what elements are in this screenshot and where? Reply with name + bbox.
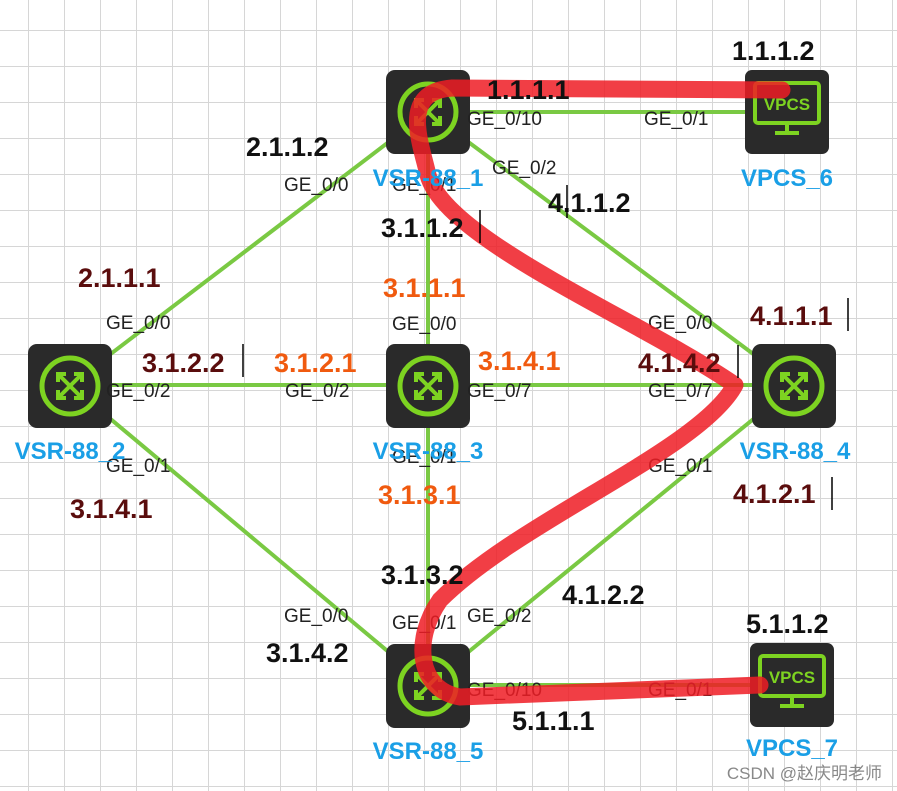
watermark: CSDN @赵庆明老师: [727, 764, 882, 783]
node-name-vsr-88-2: VSR-88_2: [15, 438, 126, 465]
port-label: GE_0/2: [492, 158, 556, 179]
vpcs-7[interactable]: VPCS: [750, 643, 834, 727]
ip-label: 3.1.4.2: [266, 638, 349, 668]
link-r1-r2: [68, 110, 430, 387]
router-vsr-88-3[interactable]: [386, 344, 470, 428]
port-label: GE_0/0: [284, 606, 348, 627]
port-label: GE_0/2: [467, 606, 531, 627]
router-vsr-88-2[interactable]: [28, 344, 112, 428]
ip-label: 3.1.1.2: [381, 213, 464, 243]
ip-label: 5.1.1.2: [746, 609, 829, 639]
router-vsr-88-4[interactable]: [752, 344, 836, 428]
port-label: GE_0/1: [648, 456, 712, 477]
port-label: GE_0/1: [392, 447, 456, 468]
highlighted-route-path: [409, 79, 791, 706]
ip-label: 1.1.1.1: [487, 75, 570, 105]
ip-label: 3.1.4.1: [478, 346, 561, 376]
ip-label: 3.1.4.1: [70, 494, 153, 524]
link-r2-r5: [68, 383, 430, 687]
ip-label: 5.1.1.1: [512, 706, 595, 736]
ip-label: 3.1.3.2: [381, 560, 464, 590]
ip-label: 4.1.1.2: [548, 188, 631, 218]
ip-label: 3.1.2.1: [274, 348, 357, 378]
node-name-vpcs-7: VPCS_7: [746, 735, 838, 762]
port-label: GE_0/0: [648, 313, 712, 334]
node-name-vsr-88-1: VSR-88_1: [373, 165, 484, 192]
node-name-vsr-88-5: VSR-88_5: [373, 738, 484, 765]
port-label: GE_0/10: [467, 109, 542, 130]
vpcs-badge: VPCS: [764, 95, 810, 114]
ip-label: 4.1.1.1: [750, 301, 833, 331]
link-r1-r4: [426, 110, 797, 387]
vpcs-monitor-icon: VPCS: [758, 654, 826, 708]
ip-label: 2.1.1.2: [246, 132, 329, 162]
vpcs-body: [750, 643, 834, 727]
router-icon: [763, 355, 825, 417]
node-name-vsr-88-3: VSR-88_3: [373, 438, 484, 465]
port-label: GE_0/0: [106, 313, 170, 334]
link-r4-r5: [426, 383, 797, 687]
ip-label: 1.1.1.2: [732, 36, 815, 66]
text-cursor-marks: [242, 185, 849, 510]
router-icon: [39, 355, 101, 417]
port-label: GE_0/1: [106, 456, 170, 477]
ip-label: 4.1.2.1: [733, 479, 816, 509]
ip-label: 3.1.1.1: [383, 273, 466, 303]
port-label: GE_0/0: [284, 175, 348, 196]
node-names: VSR-88_1 VSR-88_2 VSR-88_3 VSR-88_4 VSR-…: [15, 165, 851, 765]
port-label: GE_0/2: [285, 381, 349, 402]
ip-label: 3.1.2.2: [142, 348, 225, 378]
port-label: GE_0/0: [392, 314, 456, 335]
vpcs-badge: VPCS: [769, 668, 815, 687]
port-label: GE_0/7: [648, 381, 712, 402]
node-name-vsr-88-4: VSR-88_4: [740, 438, 851, 465]
node-name-vpcs-6: VPCS_6: [741, 165, 833, 192]
ip-label: 2.1.1.1: [78, 263, 161, 293]
port-label: GE_0/2: [106, 381, 170, 402]
port-label: GE_0/1: [644, 109, 708, 130]
router-icon: [397, 355, 459, 417]
ip-labels: 1.1.1.2 1.1.1.1 2.1.1.2 2.1.1.1 4.1.1.2 …: [70, 36, 833, 736]
vpcs-monitor-icon: VPCS: [753, 81, 821, 135]
ip-label: 3.1.3.1: [378, 480, 461, 510]
port-label: GE_0/7: [467, 381, 531, 402]
ip-label: 4.1.4.2: [638, 348, 721, 378]
ip-label: 4.1.2.2: [562, 580, 645, 610]
